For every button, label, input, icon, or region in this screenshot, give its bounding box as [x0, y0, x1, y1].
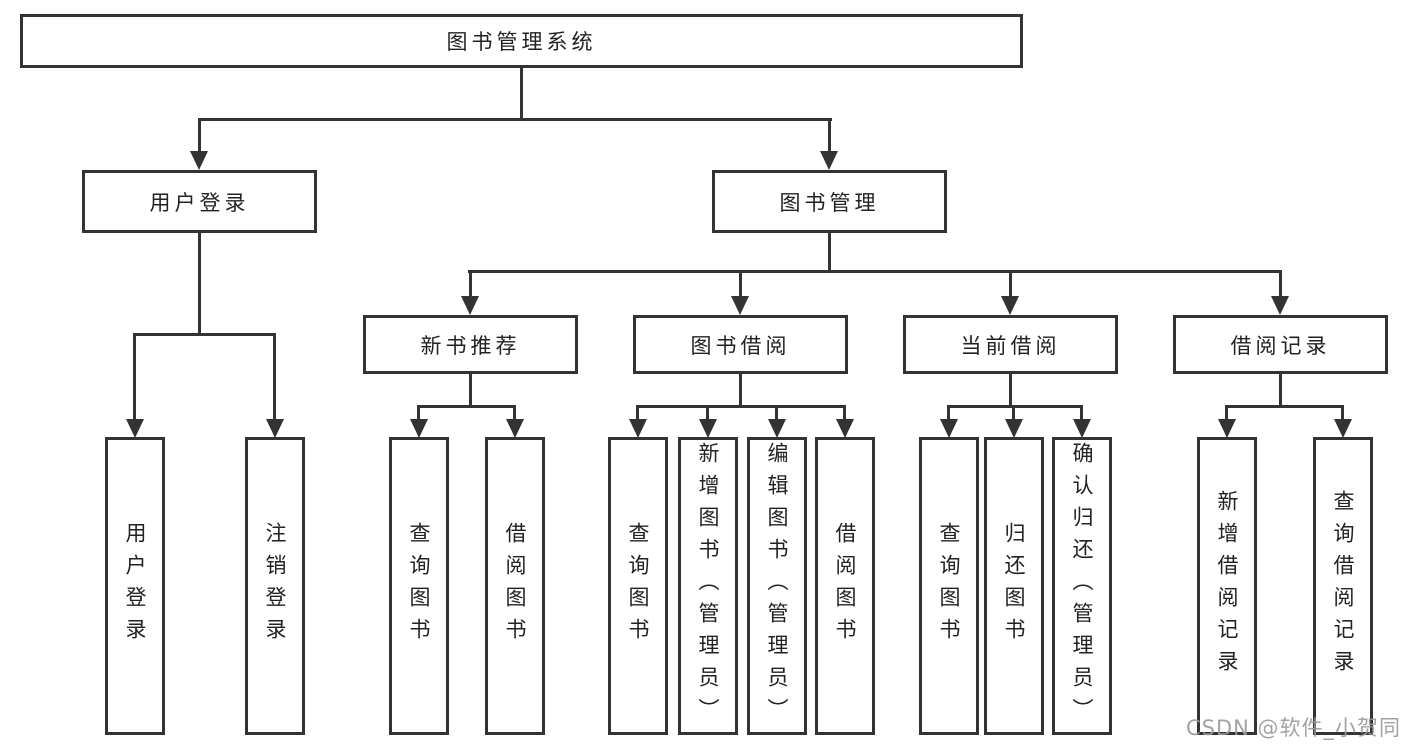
connector-root-stem: [520, 66, 523, 120]
connector-drop: [775, 405, 778, 421]
leaf-confirm-return-admin: 确认归还（管理员）: [1052, 437, 1112, 735]
arrow-down-icon: [699, 419, 717, 438]
connector-borrowing-split: [636, 405, 846, 408]
leaf-borrow-books-borrowing: 借阅图书: [815, 437, 875, 735]
connector-drop: [273, 333, 276, 421]
node-borrowing-records: 借阅记录: [1173, 315, 1388, 374]
arrow-down-icon: [461, 296, 479, 315]
connector-drop: [1279, 270, 1282, 298]
arrow-down-icon: [506, 419, 524, 438]
arrow-down-icon: [1334, 419, 1352, 438]
connector-drop: [417, 405, 420, 421]
node-library-management-system: 图书管理系统: [20, 14, 1023, 68]
connector-root-split: [198, 118, 832, 121]
connector-drop: [469, 270, 472, 298]
connector-recommend-split: [417, 405, 516, 408]
leaf-query-borrow-record: 查询借阅记录: [1313, 437, 1373, 735]
leaf-user-login: 用户登录: [105, 437, 165, 735]
arrow-down-icon: [266, 419, 284, 438]
arrow-down-icon: [126, 419, 144, 438]
arrow-down-icon: [629, 419, 647, 438]
connector-current-stem: [1009, 372, 1012, 408]
connector-drop: [198, 118, 201, 153]
connector-drop: [843, 405, 846, 421]
arrow-down-icon: [731, 296, 749, 315]
leaf-query-books-current: 查询图书: [919, 437, 979, 735]
connector-book-mgmt-stem: [828, 231, 831, 273]
connector-drop: [1009, 270, 1012, 298]
connector-current-split: [947, 405, 1083, 408]
leaf-borrow-books-recommend: 借阅图书: [485, 437, 545, 735]
node-book-management: 图书管理: [712, 170, 947, 233]
connector-user-login-stem: [198, 231, 201, 336]
connector-recommend-stem: [469, 372, 472, 408]
arrow-down-icon: [1218, 419, 1236, 438]
node-user-login: 用户登录: [82, 170, 317, 233]
connector-borrowing-stem: [739, 372, 742, 408]
leaf-query-books-borrowing: 查询图书: [608, 437, 668, 735]
connector-drop: [1012, 405, 1015, 421]
connector-drop: [706, 405, 709, 421]
arrow-down-icon: [820, 151, 838, 170]
leaf-return-book: 归还图书: [984, 437, 1044, 735]
node-new-book-recommendation: 新书推荐: [363, 315, 578, 374]
connector-records-split: [1225, 405, 1344, 408]
arrow-down-icon: [1001, 296, 1019, 315]
connector-drop: [133, 333, 136, 421]
connector-drop: [1080, 405, 1083, 421]
connector-drop: [828, 118, 831, 153]
connector-drop: [1225, 405, 1228, 421]
connector-user-login-split: [133, 333, 276, 336]
connector-drop: [739, 270, 742, 298]
watermark-text: CSDN @软件_小贺同学: [1186, 716, 1402, 747]
connector-drop: [947, 405, 950, 421]
arrow-down-icon: [1073, 419, 1091, 438]
connector-records-stem: [1279, 372, 1282, 408]
leaf-edit-book-admin: 编辑图书（管理员）: [747, 437, 807, 735]
connector-drop: [636, 405, 639, 421]
leaf-query-books-recommend: 查询图书: [389, 437, 449, 735]
arrow-down-icon: [836, 419, 854, 438]
arrow-down-icon: [940, 419, 958, 438]
connector-book-mgmt-split: [468, 270, 1282, 273]
arrow-down-icon: [1005, 419, 1023, 438]
node-current-borrowing: 当前借阅: [903, 315, 1118, 374]
arrow-down-icon: [190, 151, 208, 170]
node-book-borrowing: 图书借阅: [633, 315, 848, 374]
leaf-add-book-admin: 新增图书（管理员）: [678, 437, 738, 735]
connector-drop: [513, 405, 516, 421]
arrow-down-icon: [1271, 296, 1289, 315]
leaf-logout: 注销登录: [245, 437, 305, 735]
arrow-down-icon: [410, 419, 428, 438]
leaf-add-borrow-record: 新增借阅记录: [1197, 437, 1257, 735]
arrow-down-icon: [768, 419, 786, 438]
connector-drop: [1341, 405, 1344, 421]
